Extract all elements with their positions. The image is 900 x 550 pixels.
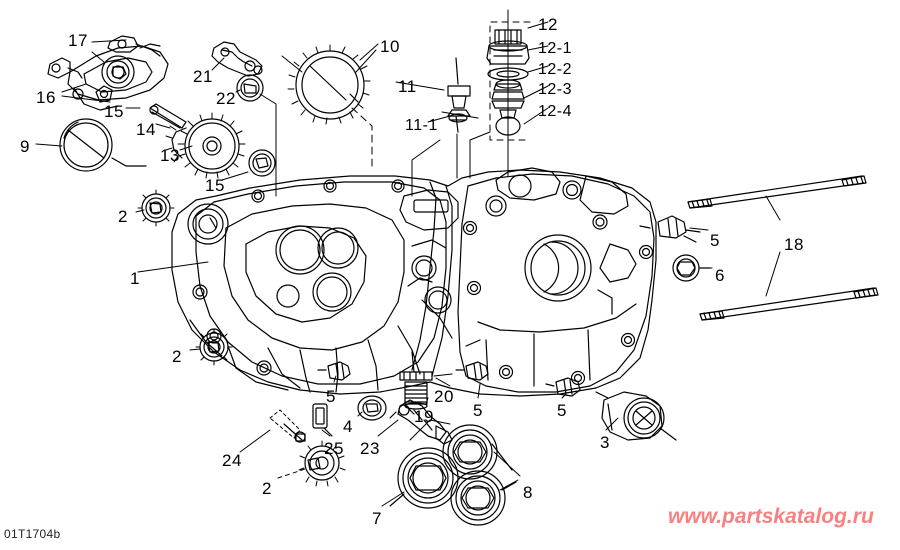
assembly-12 xyxy=(469,9,531,179)
callout-12-1: 12-1 xyxy=(538,40,573,57)
fastener-5-center xyxy=(455,361,489,381)
callout-15: 15 xyxy=(104,102,124,121)
fastener-5-far-right xyxy=(639,215,701,243)
callout-12-4: 12-4 xyxy=(538,103,573,120)
gear-assembly-13-14-15 xyxy=(149,103,276,179)
callout-16: 16 xyxy=(36,88,56,107)
bearing-8-lower xyxy=(450,470,517,526)
callout-20: 20 xyxy=(434,387,454,406)
stud-18-lower xyxy=(699,287,879,321)
callout-13: 13 xyxy=(160,146,180,165)
callout-2: 2 xyxy=(172,347,182,366)
callout-11-1: 11-1 xyxy=(405,117,438,134)
plate-25 xyxy=(312,403,333,437)
callout-12-2: 12-2 xyxy=(538,61,573,78)
fastener-5-left xyxy=(317,361,351,381)
bracket-assembly-16-17 xyxy=(47,35,169,111)
leader-lines xyxy=(35,21,713,507)
shaft-20-19 xyxy=(399,351,453,410)
bearing-2-lower xyxy=(195,328,233,366)
callout-22: 22 xyxy=(216,89,236,108)
callout-4: 4 xyxy=(343,417,353,436)
callout-17: 17 xyxy=(68,31,88,50)
site-watermark: www.partskatalog.ru xyxy=(668,505,874,528)
callout-2: 2 xyxy=(118,207,128,226)
callout-18: 18 xyxy=(784,235,804,254)
gear-ring-10 xyxy=(281,44,377,167)
sensor-23 xyxy=(389,399,453,445)
plate-code: 01T1704b xyxy=(4,527,61,541)
callout-12-3: 12-3 xyxy=(538,81,573,98)
callout-6: 6 xyxy=(715,266,725,285)
callout-5: 5 xyxy=(557,401,567,420)
callout-15: 15 xyxy=(205,176,225,195)
o-ring-9 xyxy=(59,118,147,172)
callout-3: 3 xyxy=(600,433,610,452)
callout-5: 5 xyxy=(326,387,336,406)
callout-11: 11 xyxy=(398,77,417,96)
stud-18-upper xyxy=(687,175,867,209)
plug-4 xyxy=(357,395,387,421)
bearing-8-upper xyxy=(442,424,513,480)
callout-9: 9 xyxy=(20,137,30,156)
callout-24: 24 xyxy=(222,451,242,470)
callout-25: 25 xyxy=(324,439,344,458)
callout-2: 2 xyxy=(262,479,272,498)
dowel-24 xyxy=(269,409,346,487)
crankcase-outline xyxy=(171,167,657,397)
callout-5: 5 xyxy=(473,401,483,420)
callout-1: 1 xyxy=(130,269,140,288)
callout-8: 8 xyxy=(523,483,533,502)
callout-23: 23 xyxy=(360,439,380,458)
callout-12: 12 xyxy=(538,15,558,34)
callout-7: 7 xyxy=(372,509,382,528)
callout-19: 19 xyxy=(414,407,434,426)
sleeve-3 xyxy=(595,391,677,441)
callout-10: 10 xyxy=(380,37,400,56)
valve-11 xyxy=(411,57,479,197)
fastener-5-right xyxy=(545,377,581,397)
callout-21: 21 xyxy=(193,67,213,86)
callout-14: 14 xyxy=(136,120,156,139)
callout-5: 5 xyxy=(710,231,720,250)
bearing-2-upper xyxy=(137,189,175,227)
bearing-7 xyxy=(389,447,459,509)
